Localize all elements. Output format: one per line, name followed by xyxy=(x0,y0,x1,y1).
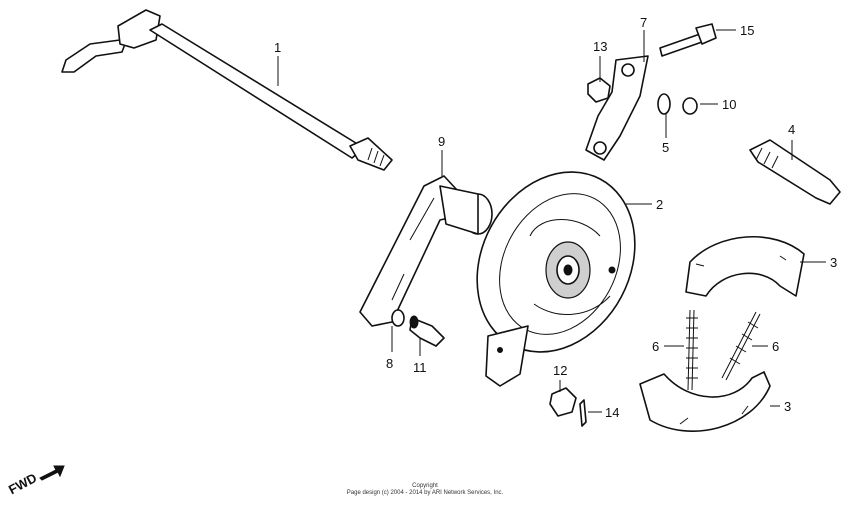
washer-part-10 xyxy=(682,97,698,115)
callout-12: 12 xyxy=(553,363,567,378)
lever-part-7 xyxy=(585,55,649,161)
camshaft-part-4 xyxy=(749,139,841,205)
callout-6-right: 6 xyxy=(772,339,779,354)
copyright-notice: Copyright Page design (c) 2004 - 2014 by… xyxy=(0,483,850,497)
callout-15: 15 xyxy=(740,23,754,38)
callout-6-left: 6 xyxy=(652,339,659,354)
callout-9: 9 xyxy=(438,134,445,149)
brake-arm-part-9 xyxy=(359,175,493,327)
bolt-part-15 xyxy=(659,23,717,57)
brake-shoe-lower-part-3 xyxy=(639,371,771,433)
callout-14: 14 xyxy=(605,405,619,420)
callout-10: 10 xyxy=(722,97,736,112)
washer-part-5 xyxy=(657,93,671,115)
callout-13: 13 xyxy=(593,39,607,54)
nut-part-13 xyxy=(587,77,611,103)
spring-right-part-6 xyxy=(721,311,761,381)
callout-5: 5 xyxy=(662,140,669,155)
brake-panel-part-2 xyxy=(476,171,636,387)
pin-part-11 xyxy=(409,315,445,347)
callout-3-upper: 3 xyxy=(830,255,837,270)
fwd-arrow-icon xyxy=(39,465,65,481)
callout-7: 7 xyxy=(640,15,647,30)
callout-8: 8 xyxy=(386,356,393,371)
brake-shoe-upper-part-3 xyxy=(685,236,805,297)
copyright-line-1: Copyright xyxy=(412,483,438,489)
callout-4: 4 xyxy=(788,122,795,137)
copyright-line-2: Page design (c) 2004 - 2014 by ARI Netwo… xyxy=(346,490,504,496)
nut-part-12 xyxy=(549,387,577,417)
callout-3-lower: 3 xyxy=(784,399,791,414)
callout-11: 11 xyxy=(413,360,427,375)
callout-2: 2 xyxy=(656,197,663,212)
spring-left-part-6 xyxy=(686,309,698,391)
leader-lines xyxy=(277,29,826,413)
cotter-pin-part-14 xyxy=(579,399,587,427)
axle-part-1 xyxy=(61,9,393,171)
washer-part-8 xyxy=(391,309,405,327)
callout-1: 1 xyxy=(274,40,281,55)
callout-labels: 1 2 3 3 4 5 6 6 7 8 9 10 11 12 13 14 15 xyxy=(274,15,837,420)
